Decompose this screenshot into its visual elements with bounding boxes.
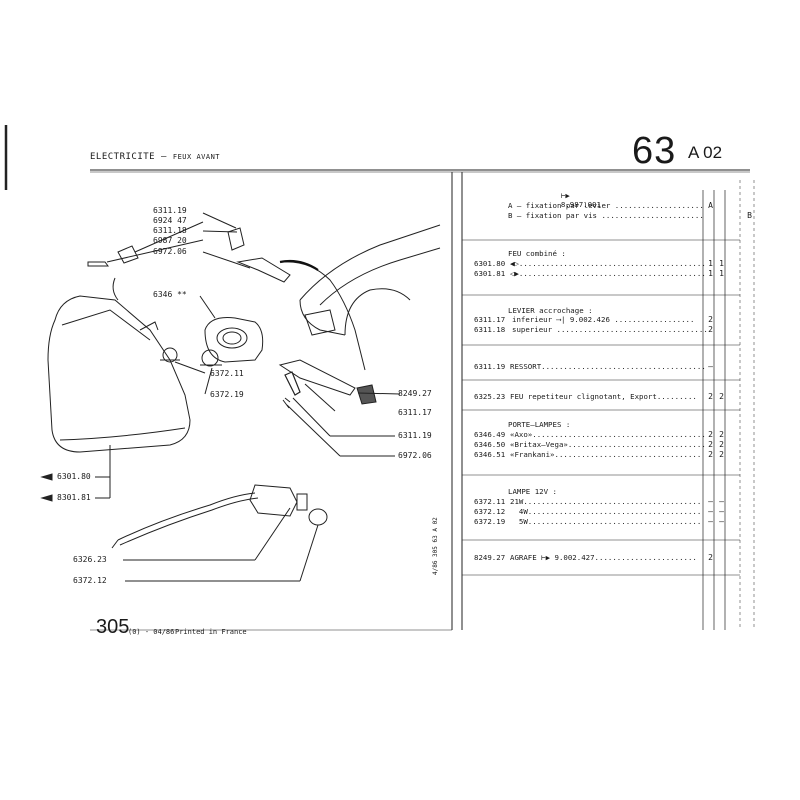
qty-a: – — [708, 507, 713, 516]
qty-b: 2 — [719, 440, 724, 449]
part-number: 6372.12 — [474, 507, 506, 516]
diagram-label: 6972.06 — [398, 451, 432, 460]
part-description: 4W......................................… — [510, 507, 702, 516]
serial-number: 8.987.001 — [560, 200, 601, 209]
part-description: AGRAFE ⊢▶ 9.002.427.....................… — [510, 553, 697, 562]
diagram-label: 6372.12 — [73, 576, 107, 585]
serial-arrow: ⊢▶ — [560, 191, 570, 200]
part-number: 6346.50 — [474, 440, 506, 449]
part-description: inferieur ⟶| 9.002.426 .................… — [512, 315, 695, 324]
part-number: 6311.17 — [474, 315, 506, 324]
note-b: B – fixation par vis ...................… — [508, 211, 704, 220]
group-title: PORTE–LAMPES : — [508, 420, 571, 429]
qty-a: 2 — [708, 315, 713, 324]
diagram-label: 6372.11 — [210, 369, 244, 378]
group-number: 63 — [632, 130, 677, 172]
vertical-code: 4/86 305 63 A 02 — [432, 517, 439, 575]
part-number: 8249.27 — [474, 553, 506, 562]
qty-a: 2 — [708, 450, 713, 459]
page-number: 305 — [96, 616, 130, 638]
qty-b: – — [719, 517, 724, 526]
edition-code: (0) - 04/86 — [128, 628, 175, 636]
diagram-label: 6972.06 — [153, 247, 187, 256]
part-description: ◀▷......................................… — [510, 259, 706, 268]
qty-b: 2 — [719, 430, 724, 439]
qty-b: 1 — [719, 269, 724, 278]
part-description: «Britax–Vega»...........................… — [510, 440, 706, 449]
part-description: 5W......................................… — [510, 517, 702, 526]
group-title: LEVIER accrochage : — [508, 306, 593, 315]
part-number: 6301.80 — [474, 259, 506, 268]
part-description: 21W.....................................… — [510, 497, 702, 506]
part-number: 6346.51 — [474, 450, 506, 459]
part-number: 6311.18 — [474, 325, 506, 334]
part-number: 6325.23 — [474, 392, 506, 401]
part-description: RESSORT.................................… — [510, 362, 706, 371]
qty-a: 1 — [708, 269, 713, 278]
diagram-label: 8249.27 — [398, 389, 432, 398]
diagram-label: 6346 ** — [153, 290, 187, 299]
note-a-col: A — [708, 201, 713, 210]
diagram-label: 6311.18 — [153, 226, 187, 235]
section-subtitle: FEUX AVANT — [172, 153, 221, 161]
part-number: 6372.19 — [474, 517, 506, 526]
diagram-label: 8301.81 — [57, 493, 91, 502]
qty-a: 2 — [708, 392, 713, 401]
part-number: 6301.81 — [474, 269, 506, 278]
qty-a: – — [708, 517, 713, 526]
qty-a: 1 — [708, 259, 713, 268]
qty-a: – — [708, 362, 713, 371]
diagram-label: 6924 47 — [153, 216, 187, 225]
diagram-label: 6311.19 — [153, 206, 187, 215]
section-title: ELECTRICITE — [90, 152, 156, 162]
part-description: FEU repetiteur clignotant, Export.......… — [510, 392, 697, 401]
section-dash: – — [161, 152, 167, 162]
part-description: ◁▶......................................… — [510, 269, 706, 278]
qty-a: 2 — [708, 553, 713, 562]
part-description: «Frankani»..............................… — [510, 450, 702, 459]
qty-a: – — [708, 497, 713, 506]
diagram-label: 6301.80 — [57, 472, 91, 481]
group-title: LAMPE 12V : — [508, 487, 557, 496]
note-a: A – fixation par levier ................… — [508, 201, 704, 210]
qty-a: 2 — [708, 440, 713, 449]
diagram-label: 6987 20 — [153, 236, 187, 245]
qty-a: 2 — [708, 430, 713, 439]
group-title: FEU combiné : — [508, 249, 566, 258]
part-description: «Axo»...................................… — [510, 430, 706, 439]
subgroup-number: A 02 — [688, 143, 723, 162]
printed-in: Printed in France — [175, 628, 247, 636]
qty-b: 2 — [719, 392, 724, 401]
qty-b: 2 — [719, 450, 724, 459]
qty-b: 1 — [719, 259, 724, 268]
part-description: superieur ..............................… — [512, 325, 708, 334]
diagram-label: 6372.19 — [210, 390, 244, 399]
diagram-label: 6311.19 — [398, 431, 432, 440]
diagram-label: 6311.17 — [398, 408, 432, 417]
qty-b: – — [719, 497, 724, 506]
section-title-line: ELECTRICITE – FEUX AVANT — [90, 152, 220, 162]
qty-a: 2 — [708, 325, 713, 334]
part-number: 6346.49 — [474, 430, 506, 439]
serial-line: ⊢▶ 8.987.001 — [552, 182, 601, 209]
note-b-col: B — [747, 211, 752, 220]
qty-b: – — [719, 507, 724, 516]
part-number: 6311.19 — [474, 362, 506, 371]
part-number: 6372.11 — [474, 497, 506, 506]
diagram-label: 6326.23 — [73, 555, 107, 564]
